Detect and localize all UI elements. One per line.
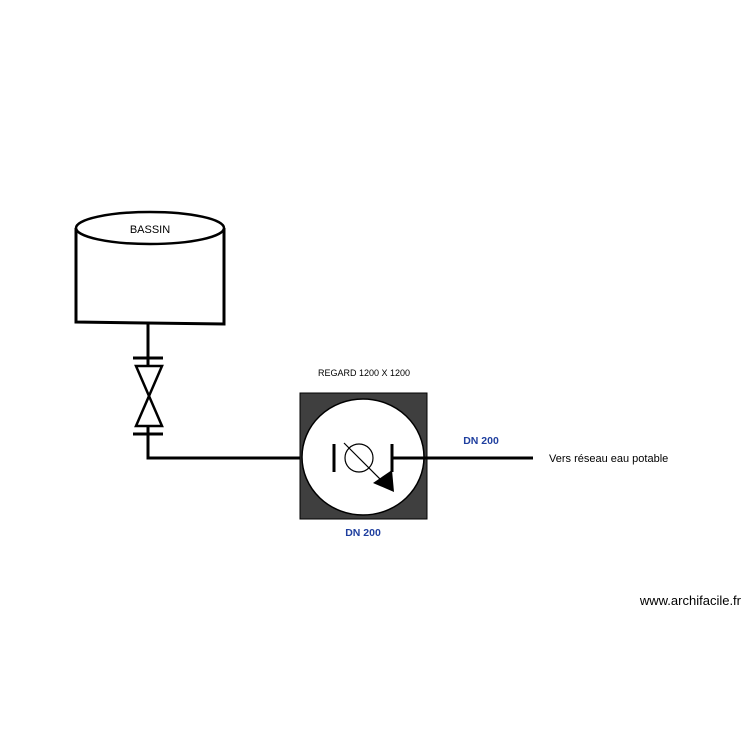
watermark: www.archifacile.fr [639,593,741,608]
flow-meter-icon [343,442,394,492]
outlet-diameter-label: DN 200 [463,435,499,447]
destination-label: Vers réseau eau potable [549,453,668,465]
chamber-label: REGARD 1200 X 1200 [318,368,410,378]
chamber-diameter-label: DN 200 [345,527,381,539]
gate-valve-icon [133,356,164,436]
pipe-to-chamber [146,434,334,460]
tank: BASSIN [74,210,226,326]
tank-label: BASSIN [130,224,170,236]
